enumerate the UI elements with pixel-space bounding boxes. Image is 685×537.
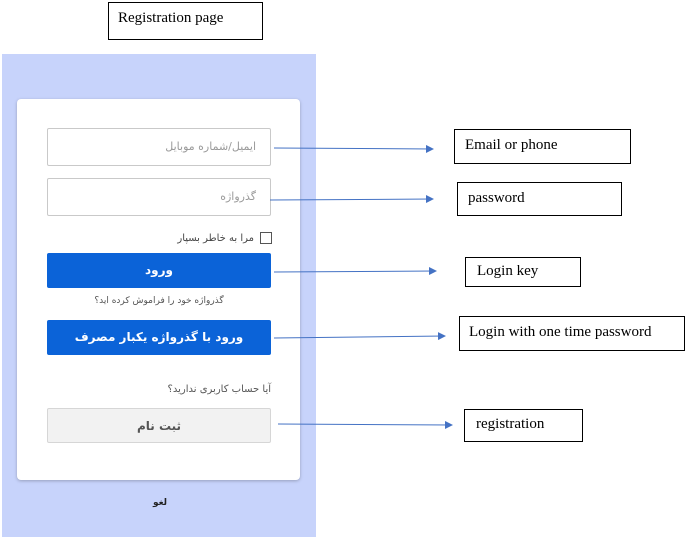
callout-registration: registration — [464, 409, 583, 442]
register-button[interactable]: ثبت نام — [47, 408, 271, 443]
forgot-password-link[interactable]: گذرواژه خود را فراموش کرده اید؟ — [94, 296, 224, 306]
callout-otp: Login with one time password — [459, 316, 685, 351]
email-or-phone-input[interactable]: ایمیل/شماره موبایل — [47, 128, 271, 166]
remember-me-checkbox[interactable] — [260, 232, 272, 244]
cancel-link[interactable]: لغو — [152, 498, 168, 508]
remember-me-row[interactable]: مرا به خاطر بسپار — [150, 230, 272, 246]
callout-email: Email or phone — [454, 129, 631, 164]
diagram-title: Registration page — [108, 2, 263, 40]
login-button[interactable]: ورود — [47, 253, 271, 288]
callout-password: password — [457, 182, 622, 216]
no-account-text: آیا حساب کاربری ندارید؟ — [167, 384, 271, 395]
remember-me-label: مرا به خاطر بسپار — [177, 232, 254, 244]
otp-login-button[interactable]: ورود با گذرواژه یکبار مصرف — [47, 320, 271, 355]
callout-login-key: Login key — [465, 257, 581, 287]
password-input[interactable]: گذرواژه — [47, 178, 271, 216]
